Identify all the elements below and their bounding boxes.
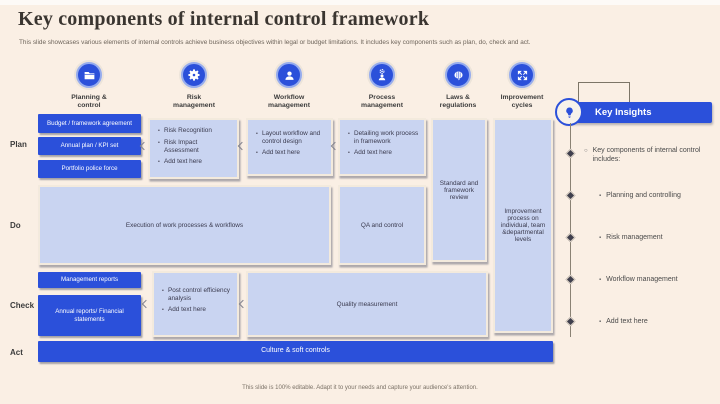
key-insight-item: Add text here — [599, 317, 714, 326]
column-label-process-management: Process management — [361, 94, 403, 110]
process-management-box: Detailing work process in framework Add … — [338, 118, 426, 176]
connector-chevron-left-icon — [139, 141, 149, 151]
plan-annual-plan-kpi-button[interactable]: Annual plan / KPI set — [38, 137, 141, 155]
timeline-marker — [565, 190, 576, 201]
timeline-marker — [565, 148, 576, 159]
list-item: Add text here — [256, 149, 327, 158]
row-label-plan: Plan — [10, 140, 27, 149]
check-management-reports-button[interactable]: Management reports — [38, 272, 141, 288]
person-icon — [276, 62, 302, 88]
slide-footer-note: This slide is 100% editable. Adapt it to… — [242, 385, 478, 391]
improvement-cycles-box: Improvement process on individual, team … — [493, 118, 553, 333]
timeline-marker — [565, 316, 576, 327]
key-insights-connector-bracket — [578, 82, 630, 103]
risk-management-box: Risk Recognition Risk Impact Assessment … — [148, 118, 239, 179]
list-item: Risk Recognition — [158, 127, 233, 136]
list-item: Layout workflow and control design — [256, 130, 327, 146]
key-insights-header: Key Insights — [563, 102, 712, 123]
column-label-workflow-management: Workflow management — [268, 94, 310, 110]
plan-portfolio-police-button[interactable]: Portfolio police force — [38, 160, 141, 178]
column-label-improvement-cycles: Improvement cycles — [500, 94, 544, 110]
list-item: Add text here — [348, 149, 420, 158]
row-label-do: Do — [10, 221, 21, 230]
column-label-planning-control: Planning & control — [71, 94, 107, 110]
list-item: Risk Impact Assessment — [158, 139, 233, 155]
timeline-marker — [565, 274, 576, 285]
key-insight-item: Key components of internal control inclu… — [584, 146, 712, 165]
list-item: Add text here — [158, 158, 233, 167]
brain-icon — [445, 62, 471, 88]
key-insight-item: Workflow management — [599, 275, 714, 284]
connector-chevron-left-icon — [141, 299, 151, 309]
list-item: Add text here — [162, 306, 233, 315]
slide-subtitle: This slide showcases various elements of… — [19, 39, 531, 46]
bullet-marker — [599, 233, 601, 242]
workflow-management-box: Layout workflow and control design Add t… — [246, 118, 333, 176]
list-item: Detailing work process in framework — [348, 130, 420, 146]
page-title: Key components of internal control frame… — [18, 8, 430, 30]
bullet-marker — [599, 317, 601, 326]
execution-box: Execution of work processes & workflows — [38, 185, 331, 265]
column-label-risk-management: Risk management — [173, 94, 215, 110]
check-annual-reports-button[interactable]: Annual reports/ Financial statements — [38, 295, 141, 336]
expand-arrows-icon — [509, 62, 535, 88]
act-culture-soft-controls-bar: Culture & soft controls — [38, 341, 553, 362]
key-insight-item: Planning and controlling — [599, 191, 714, 200]
slide-top-border — [0, 0, 720, 5]
bullet-marker — [584, 146, 588, 165]
row-label-act: Act — [10, 348, 23, 357]
quality-measurement-box: Quality measurement — [246, 271, 488, 337]
person-gear-icon — [369, 62, 395, 88]
gear-icon — [181, 62, 207, 88]
row-label-check: Check — [10, 301, 35, 310]
timeline-marker — [565, 232, 576, 243]
bullet-marker — [599, 191, 601, 200]
key-insights-timeline — [570, 123, 572, 337]
column-label-laws-regulations: Laws & regulations — [439, 94, 477, 110]
plan-budget-framework-button[interactable]: Budget / framework agreement — [38, 114, 141, 133]
connector-chevron-left-icon — [237, 141, 247, 151]
bullet-marker — [599, 275, 601, 284]
list-item: Post control efficiency analysis — [162, 287, 233, 303]
bulb-icon — [555, 98, 583, 126]
key-insight-item: Risk management — [599, 233, 714, 242]
qa-and-control-box: QA and control — [338, 185, 426, 265]
folder-icon — [76, 62, 102, 88]
post-control-box: Post control efficiency analysis Add tex… — [152, 271, 239, 337]
laws-regulations-box: Standard and framework review — [431, 118, 487, 262]
